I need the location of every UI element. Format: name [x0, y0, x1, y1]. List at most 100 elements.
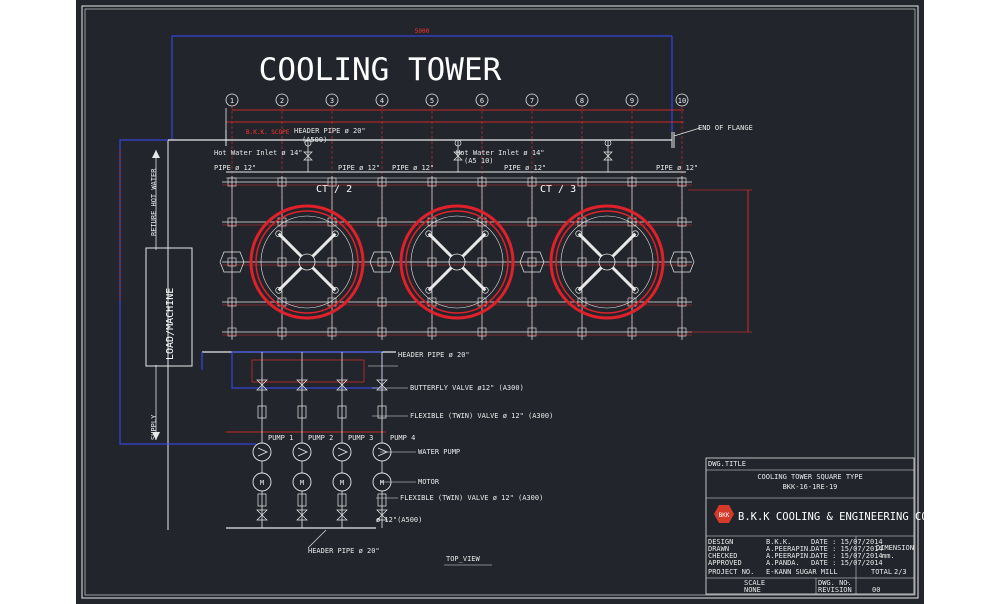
project-label: PROJECT NO. — [708, 568, 754, 576]
motor-label: MOTOR — [418, 478, 440, 486]
red-dimension-chain: B.K.K. SCOPE — [225, 108, 684, 136]
title-block-drawing-number: BKK-16-1RE-19 — [783, 483, 838, 491]
title-block-row: CHECKED A.PEERAPIN.DATE : 15/07/2014 — [708, 552, 883, 560]
company-name: B.K.K COOLING & ENGINEERING CO.,LTD. — [738, 511, 924, 523]
grid-number: 10 — [678, 97, 686, 105]
pump-2-label: PUMP 2 — [308, 434, 333, 442]
pump-3: M — [332, 352, 352, 528]
top-dimension: 5000 — [171, 28, 673, 140]
distribution-pipes: PIPE ø 12" PIPE ø 12" PIPE ø 12" PIPE ø … — [214, 164, 698, 195]
grid-number: 8 — [580, 97, 584, 105]
motor-symbol: M — [340, 479, 344, 487]
revision-label: REVISION — [818, 586, 852, 594]
return-loop: RETURE HOT WATER SUPPLY — [119, 139, 256, 445]
grid-number: 3 — [330, 97, 334, 105]
motor-symbol: M — [260, 479, 264, 487]
pipe-12-mid3: PIPE ø 12" — [504, 164, 546, 172]
company-logo — [714, 505, 734, 523]
grid-number: 9 — [630, 97, 634, 105]
header-pipe-mid-label: HEADER PIPE ø 20" — [398, 351, 470, 359]
pump-1: M — [252, 352, 272, 528]
row-name: B.K.K. — [766, 538, 791, 546]
row-role: DESIGN — [708, 538, 733, 546]
header-pipe-bottom-label: HEADER PIPE ø 20" — [308, 547, 380, 555]
water-pump-label: WATER PUMP — [418, 448, 460, 456]
title-block: DWG.TITLE COOLING TOWER SQUARE TYPE BKK-… — [705, 457, 924, 595]
end-of-flange-label: END OF FLANGE — [698, 124, 753, 132]
fan-stack-2 — [399, 204, 515, 320]
row-role: DRAWN — [708, 545, 729, 553]
cell-label-ct3: CT / 3 — [540, 184, 576, 195]
title-block-row: DRAWN A.PEERAPIN.DATE : 15/07/2014 — [708, 545, 883, 553]
hot-water-inlet-1: Hot Water Inlet ø 14" — [214, 149, 303, 157]
pipe-12-left: PIPE ø 12" — [214, 164, 256, 172]
view-label: TOP_VIEW — [446, 555, 481, 563]
motor-symbol: M — [380, 479, 384, 487]
inner-frame — [84, 8, 916, 596]
scope-label: B.K.K. SCOPE — [246, 129, 290, 136]
title-block-row: APPROVED A.PANDA. DATE : 15/07/2014 — [708, 559, 883, 567]
hot-water-inlet-2-sub: (A5 10) — [464, 157, 494, 165]
right-dimension — [688, 189, 752, 333]
row-role: CHECKED — [708, 552, 738, 560]
flexible-valve-lower-label: FLEXIBLE (TWIN) VALVE ø 12" (A300) — [400, 494, 543, 502]
scale-value: NONE — [744, 586, 761, 594]
company-logo-text: BKK — [719, 512, 730, 519]
top-dimension-value: 5000 — [415, 28, 430, 35]
project-name: E-KANN SUGAR MILL — [766, 568, 838, 576]
cell-label-ct2: CT / 2 — [316, 184, 352, 195]
grid-number: 5 — [430, 97, 434, 105]
fan-stacks — [249, 204, 665, 320]
row-date: DATE : 15/07/2014 — [811, 545, 883, 553]
pump-labels: PUMP 1 PUMP 2 PUMP 3 PUMP 4 WATER PUMP M… — [226, 434, 543, 566]
dwg-title-label: DWG.TITLE — [708, 460, 746, 468]
load-machine-box: LOAD/MACHINE — [145, 247, 193, 367]
grid-number: 1 — [230, 97, 234, 105]
pump-4-label: PUMP 4 — [390, 434, 415, 442]
pipe-12-mid2: PIPE ø 12" — [392, 164, 434, 172]
drawing-title: COOLING TOWER — [259, 52, 502, 88]
row-date: DATE : 15/07/2014 — [811, 552, 883, 560]
motor-symbol: M — [300, 479, 304, 487]
pump-2: M — [292, 352, 312, 528]
drawing-sheet: COOLING TOWER 5000 1 2 3 4 5 6 7 8 9 10 B.K.K. SC… — [76, 0, 924, 604]
pump-3-label: PUMP 3 — [348, 434, 373, 442]
scale-label: SCALE — [744, 579, 765, 587]
title-block-row: DESIGN B.K.K. DATE : 15/07/2014 — [708, 538, 883, 546]
hot-water-inlets: Hot Water Inlet ø 14" Hot Water Inlet ø … — [214, 139, 613, 172]
dimension-label: DIMENSION — [876, 544, 914, 552]
pump-1-label: PUMP 1 — [268, 434, 293, 442]
pump-manifold: HEADER PIPE ø 20" BUTTERFLY VALVE ø12" (… — [201, 351, 553, 433]
dwg-no-value: - — [846, 579, 850, 587]
row-name: A.PANDA. — [766, 559, 800, 567]
title-block-drawing-title: COOLING TOWER SQUARE TYPE — [757, 473, 862, 481]
row-date: DATE : 15/07/2014 — [811, 559, 883, 567]
hot-water-inlet-2: Hot Water Inlet ø 14" — [456, 149, 545, 157]
row-name: A.PEERAPIN. — [766, 545, 812, 553]
row-role: APPROVED — [708, 559, 742, 567]
dimension-value: mm. — [882, 552, 895, 560]
outer-frame — [81, 5, 919, 599]
fan-stack-3 — [549, 204, 665, 320]
row-name: A.PEERAPIN. — [766, 552, 812, 560]
pipe-12-mid1: PIPE ø 12" — [338, 164, 380, 172]
pipe-12-right: PIPE ø 12" — [656, 164, 698, 172]
header-pipe-top-label: HEADER PIPE ø 20" — [294, 127, 366, 135]
total-value: 2/3 — [894, 568, 907, 576]
pipe-12-a500-label: ø 12"(A500) — [376, 516, 422, 524]
butterfly-valve-label: BUTTERFLY VALVE ø12" (A300) — [410, 384, 524, 392]
grid-number: 4 — [380, 97, 384, 105]
grid-number: 7 — [530, 97, 534, 105]
pump-4: M — [372, 352, 392, 528]
row-date: DATE : 15/07/2014 — [811, 538, 883, 546]
load-machine-label: LOAD/MACHINE — [165, 288, 176, 360]
dwg-no-label: DWG. NO. — [818, 579, 852, 587]
grid-number: 6 — [480, 97, 484, 105]
cad-drawing: COOLING TOWER 5000 1 2 3 4 5 6 7 8 9 10 B.K.K. SC… — [81, 5, 924, 599]
grid-number: 2 — [280, 97, 284, 105]
supply-label: SUPPLY — [150, 414, 158, 440]
revision-value: 00 — [872, 586, 880, 594]
flexible-valve-upper-label: FLEXIBLE (TWIN) VALVE ø 12" (A300) — [410, 412, 553, 420]
